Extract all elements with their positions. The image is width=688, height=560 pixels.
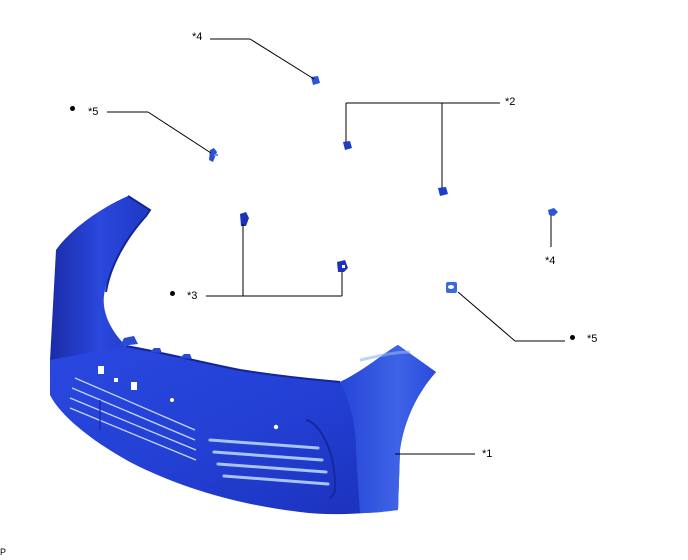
callout-bullet-c5a	[70, 106, 75, 111]
clip-upper-right	[438, 187, 448, 196]
callout-label-c4b: *4	[545, 255, 556, 267]
clip-upper-left	[311, 76, 320, 85]
clip-upper-center	[343, 141, 352, 150]
clip-right	[548, 208, 558, 216]
leader-lines	[107, 38, 565, 455]
callout-label-c5a: *5	[88, 106, 99, 118]
callout-label-c1: *1	[482, 448, 493, 460]
callout-label-c2: *2	[505, 96, 516, 108]
leader-line-c4a	[249, 38, 315, 80]
lower-grille	[208, 438, 330, 486]
grille-slats	[69, 377, 197, 461]
leader-line-c5b	[457, 291, 516, 342]
callout-label-c5b: *5	[587, 333, 598, 345]
callout-bullet-c3	[170, 291, 175, 296]
callout-label-c3: *3	[187, 290, 198, 302]
corner-mark: P	[0, 547, 7, 557]
retainer-center-left	[240, 212, 249, 226]
retainer-center-right	[337, 260, 348, 272]
callout-bullet-c5b	[570, 335, 575, 340]
bracket-lower-right	[446, 282, 457, 293]
leader-line-c5a	[147, 111, 212, 154]
front-bumper-cover	[50, 195, 436, 515]
callout-label-c4a: *4	[192, 31, 203, 43]
bracket-upper-left	[209, 148, 218, 162]
